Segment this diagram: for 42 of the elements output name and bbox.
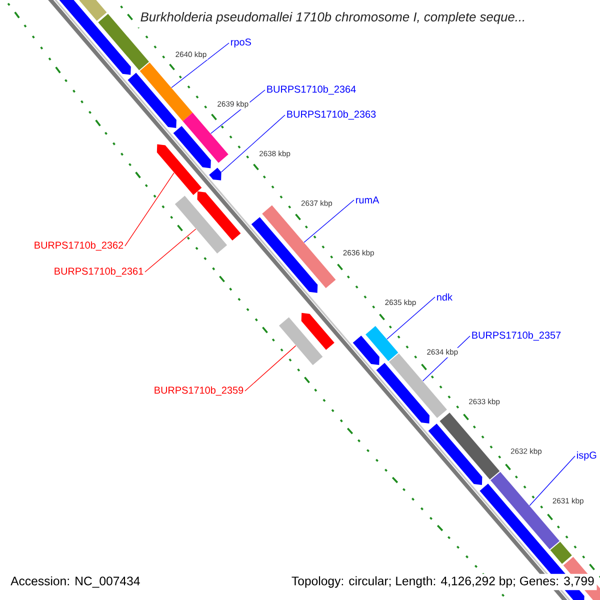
gene-segment bbox=[174, 196, 228, 254]
leader-line bbox=[171, 42, 230, 88]
gene-label: rpoS bbox=[231, 38, 251, 48]
gene-segment bbox=[57, 0, 131, 75]
gene-segment bbox=[140, 62, 193, 122]
footer-text: Topology: circular; Length: 4,126,292 bp; Genes: 3,799 bbox=[289, 574, 597, 590]
gene-segment bbox=[376, 362, 430, 424]
gene-label: rumA bbox=[356, 196, 380, 204]
leader-line bbox=[221, 114, 286, 172]
gene-segment bbox=[366, 326, 398, 362]
gene-segment bbox=[197, 191, 241, 241]
gene-label: BURPS1710b_2357 bbox=[472, 331, 561, 341]
gene-segment bbox=[182, 112, 228, 163]
gene-segment bbox=[440, 412, 500, 480]
gene-segment bbox=[173, 126, 211, 168]
gene-segment bbox=[301, 312, 334, 350]
gene-segment bbox=[209, 168, 222, 180]
gene-segment bbox=[278, 317, 323, 366]
leader-line bbox=[144, 228, 196, 272]
gene-label: BURPS1710b_2362 bbox=[34, 241, 124, 251]
gene-segment bbox=[79, 0, 107, 21]
gene-label: ispG bbox=[577, 451, 596, 461]
leader-line bbox=[529, 456, 576, 506]
leader-line bbox=[124, 172, 174, 246]
gene-segment bbox=[428, 424, 482, 485]
gene-label: BURPS1710b_2363 bbox=[287, 110, 376, 120]
gene-segment bbox=[352, 336, 380, 365]
leader-line bbox=[210, 90, 266, 134]
gene-label: BURPS1710b_2359 bbox=[154, 386, 244, 396]
gene-segment bbox=[251, 217, 318, 293]
gene-segment bbox=[388, 353, 447, 418]
leader-line bbox=[304, 200, 354, 243]
gene-segment bbox=[550, 542, 572, 564]
gene-label: ndk bbox=[437, 293, 452, 301]
gene-segment bbox=[156, 144, 202, 195]
gene-label: BURPS1710b_2364 bbox=[267, 85, 356, 95]
leader-line bbox=[244, 345, 296, 392]
gene-segment bbox=[128, 72, 176, 128]
title: Burkholderia pseudomallei 1710b chromosome I, complete seque... bbox=[133, 8, 533, 28]
footer-text: Accession: NC_007434 bbox=[8, 574, 143, 590]
leader-line bbox=[386, 296, 436, 340]
gene-label: BURPS1710b_2361 bbox=[54, 267, 144, 277]
